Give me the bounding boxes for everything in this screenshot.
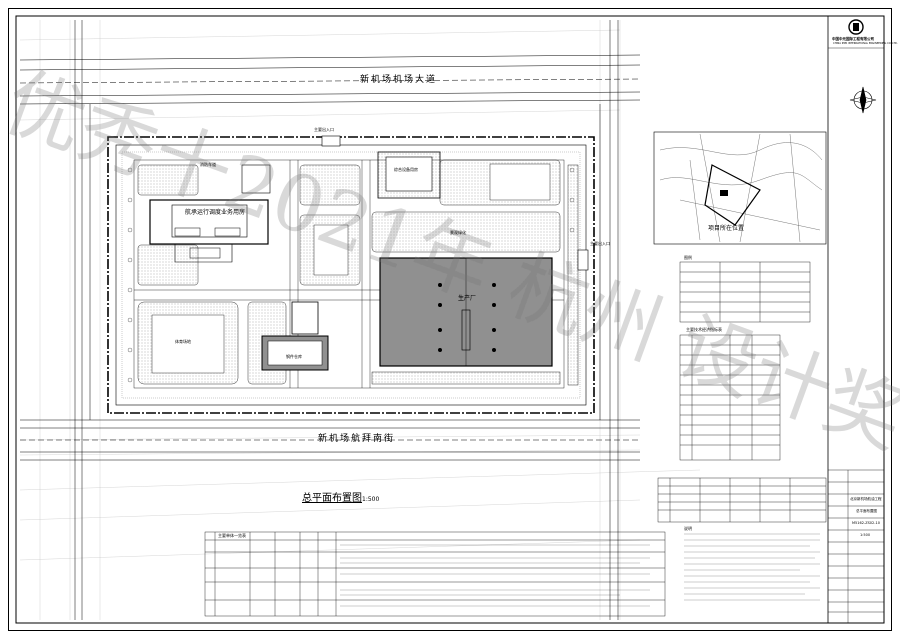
location-map-title: 项目所在位置 — [708, 225, 745, 232]
east-entrance-label: 主要出入口 — [590, 241, 610, 246]
titleblock-drawing-no: M5162-ZS02-10 — [852, 521, 880, 525]
greening-label: 景观绿化 — [450, 230, 466, 235]
titleblock-project: 北京新机场航油工程 — [850, 497, 882, 501]
warehouse-label: 钢件仓库 — [286, 354, 302, 359]
titleblock-sheet-name: 总平面布置图 — [856, 509, 877, 513]
north-entrance-label: 主要出入口 — [314, 127, 334, 132]
factory-label: 生产厂 — [458, 295, 477, 302]
titleblock-scale: 1:500 — [860, 533, 871, 537]
plan-table-title: 主要单体一览表 — [218, 533, 246, 538]
company-logo-icon — [848, 19, 864, 35]
company-name: 中国中元国际工程有限公司 — [832, 37, 874, 41]
notes-title: 说明 — [684, 526, 692, 531]
office-building-label: 航承运行调度业务用房 — [185, 209, 246, 216]
legend-table-title: 图例 — [684, 255, 692, 260]
south-road-label: 新机场航拜南街 — [318, 434, 396, 444]
tech-table-title: 主要技术经济指标表 — [686, 327, 722, 332]
north-road-label: 新机场机场大道 — [360, 75, 438, 85]
company-name-en: CHINA IPPR INTERNATIONAL ENGINEERING CO.… — [833, 42, 898, 45]
drawing-scale: 1:500 — [362, 496, 380, 503]
substation-label: 综合设备用房 — [394, 167, 418, 172]
fire-lane-label: 消防车道 — [200, 162, 216, 167]
sports-field-label: 体育场地 — [175, 339, 191, 344]
drawing-sheet-border — [8, 8, 892, 631]
drawing-title: 总平面布置图 — [302, 493, 362, 504]
